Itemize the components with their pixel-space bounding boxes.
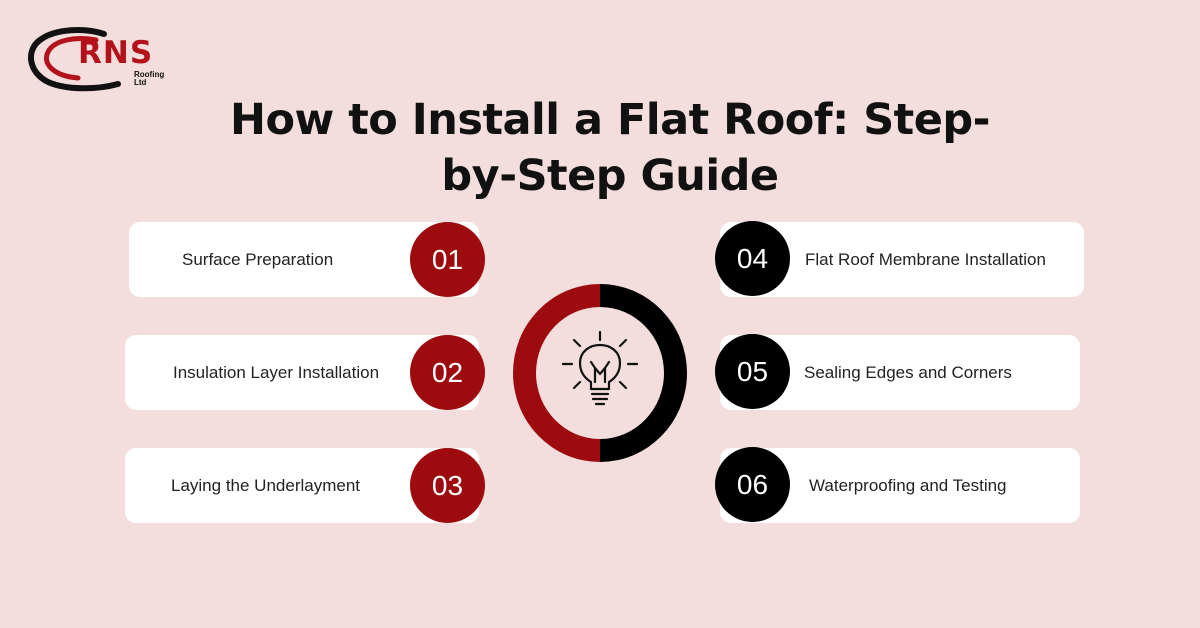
logo-wordmark: RNS	[78, 35, 154, 71]
page-title: How to Install a Flat Roof: Step-by-Step…	[229, 95, 991, 201]
logo-swoosh-icon	[28, 27, 121, 92]
step-number-5: 05	[715, 334, 790, 409]
step-label-5: Sealing Edges and Corners	[804, 363, 1012, 382]
step-number-3: 03	[410, 448, 485, 523]
step-number-6: 06	[715, 447, 790, 522]
center-ring	[513, 284, 687, 462]
step-label-3: Laying the Underlayment	[171, 476, 361, 495]
logo-subtitle: Roofing Ltd	[134, 70, 165, 87]
ring-right-half	[600, 284, 687, 462]
lightbulb-icon	[561, 330, 639, 406]
step-label-2: Insulation Layer Installation	[173, 363, 380, 382]
step-number-1: 01	[410, 222, 485, 297]
step-label-4: Flat Roof Membrane Installation	[805, 250, 1046, 269]
ring-left-half	[513, 284, 600, 462]
step-label-6: Waterproofing and Testing	[809, 476, 1007, 495]
step-number-2: 02	[410, 335, 485, 410]
step-number-4: 04	[715, 221, 790, 296]
step-label-1: Surface Preparation	[182, 250, 334, 269]
brand-logo: RNS Roofing Ltd	[26, 26, 176, 92]
